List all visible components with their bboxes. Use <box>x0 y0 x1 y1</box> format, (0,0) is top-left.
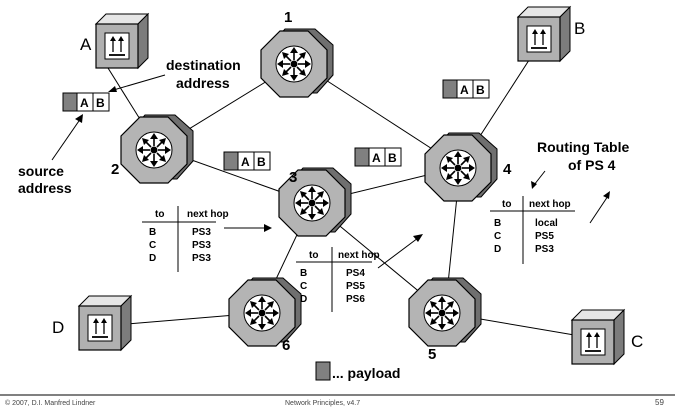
footer-course: Network Principles, v4.7 <box>285 400 360 407</box>
table-cell: PS3 <box>192 240 211 251</box>
packet-dst: B <box>96 96 105 110</box>
table-cell: PS6 <box>346 294 365 305</box>
routing-table-ps2: to next hop B PS3 C PS3 D PS3 <box>142 206 272 272</box>
node-5-label: 5 <box>428 346 436 363</box>
packet-3-4: A B <box>354 147 402 167</box>
table-cell: PS3 <box>192 227 211 238</box>
footer-copyright: © 2007, D.I. Manfred Lindner <box>5 399 96 407</box>
host-d-icon <box>78 295 132 351</box>
switch-4-icon <box>424 132 498 202</box>
switch-2-icon <box>120 114 194 184</box>
payload-label: ... payload <box>332 365 400 381</box>
routing-table-title-2: of PS 4 <box>568 157 616 173</box>
table-header-to: to <box>502 199 511 210</box>
table-cell: C <box>149 240 156 251</box>
destination-label-2: address <box>176 75 230 91</box>
table-cell: local <box>535 218 558 229</box>
table-cell: D <box>300 294 307 305</box>
node-2-label: 2 <box>111 161 119 178</box>
source-pointer <box>51 117 82 161</box>
host-a-icon <box>95 13 149 69</box>
destination-pointer <box>109 74 166 92</box>
table-cell: PS4 <box>346 268 365 279</box>
node-3-label: 3 <box>289 169 297 186</box>
table-cell: C <box>300 281 307 292</box>
routing-pointer-2 <box>589 195 609 224</box>
table-cell: B <box>149 227 156 238</box>
table-cell: D <box>149 253 156 264</box>
table-cell: B <box>494 218 501 229</box>
host-a-label: A <box>80 35 92 54</box>
table-cell: C <box>494 231 501 242</box>
switch-5-icon <box>408 277 482 347</box>
table-cell: PS5 <box>346 281 365 292</box>
table-header-to: to <box>309 250 318 261</box>
table-header-next: next hop <box>187 209 229 220</box>
source-arrowhead <box>75 114 83 123</box>
host-d-label: D <box>52 318 64 337</box>
packet-dst: B <box>476 83 485 97</box>
routing-table-title-1: Routing Table <box>537 139 629 155</box>
table-header-next: next hop <box>529 199 571 210</box>
table-cell: D <box>494 244 501 255</box>
host-b-icon <box>517 6 571 62</box>
page-number: 59 <box>655 398 664 407</box>
table-cell: PS5 <box>535 231 554 242</box>
routing-arrowhead-2 <box>603 191 610 199</box>
table-header-next: next hop <box>338 250 380 261</box>
host-c-label: C <box>631 332 643 351</box>
host-b-label: B <box>574 19 585 38</box>
source-label-1: source <box>18 163 64 179</box>
table-cell: B <box>300 268 307 279</box>
packet-src: A <box>241 155 250 169</box>
packet-dst: B <box>257 155 266 169</box>
destination-label-1: destination <box>166 57 241 73</box>
packet-dst: B <box>388 151 397 165</box>
table-cell: PS3 <box>192 253 211 264</box>
packet-src: A <box>372 151 381 165</box>
table-header-to: to <box>155 209 164 220</box>
routing-table-ps4: to next hop B local C PS5 D PS3 <box>490 196 575 264</box>
routing-pointer-1 <box>533 170 546 186</box>
node-4-label: 4 <box>503 161 512 178</box>
switch-6-icon <box>228 277 302 347</box>
packet-2-3: A B <box>223 151 271 171</box>
host-c-icon <box>571 309 625 365</box>
packet-src: A <box>460 83 469 97</box>
source-label-2: address <box>18 180 72 196</box>
routing-table-ps3: to next hop B PS4 C PS5 D PS6 <box>296 234 423 312</box>
table-cell: PS3 <box>535 244 554 255</box>
destination-arrowhead <box>108 86 117 92</box>
packet-4-b: A B <box>442 79 490 99</box>
payload-swatch <box>315 361 331 381</box>
packet-near-a: A B <box>62 92 110 112</box>
packet-src: A <box>80 96 89 110</box>
routing-arrowhead-1 <box>531 181 537 189</box>
node-6-label: 6 <box>282 337 290 354</box>
switch-1-icon <box>260 28 334 98</box>
node-1-label: 1 <box>284 9 292 26</box>
